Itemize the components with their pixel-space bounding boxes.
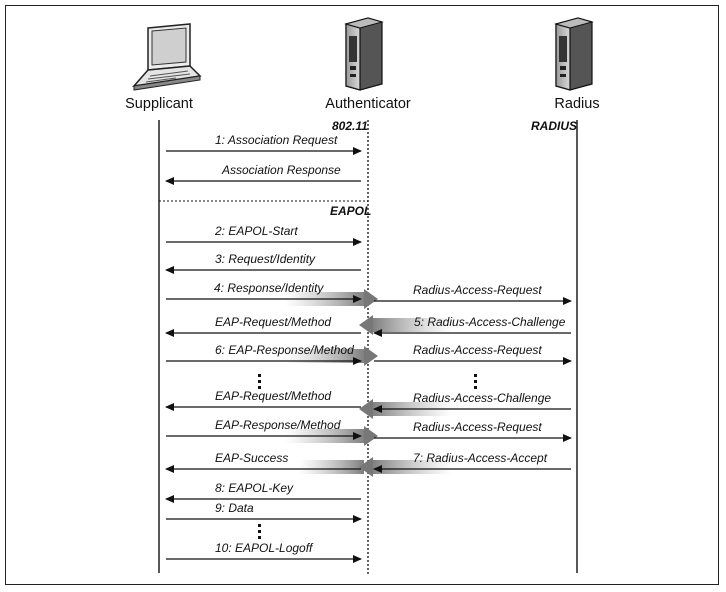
actor-label-supplicant: Supplicant <box>125 96 193 112</box>
tunnel-arrow <box>285 346 378 366</box>
message-label: 6: EAP-Response/Method <box>215 343 354 357</box>
message-label: 1: Association Request <box>215 133 338 147</box>
actor-label-radius: Radius <box>554 96 600 112</box>
message-label: EAP-Request/Method <box>215 315 332 329</box>
tunnel-arrow <box>299 457 452 477</box>
tunnel-arrow <box>359 315 452 335</box>
message-label: 5: Radius-Access-Challenge <box>414 315 566 329</box>
message-label: EAP-Request/Method <box>215 389 332 403</box>
server-icon <box>344 17 384 91</box>
protocol-label-radius: RADIUS <box>531 119 578 133</box>
server-icon <box>554 17 594 91</box>
ellipsis-dots <box>474 374 477 389</box>
message-label: 3: Request/Identity <box>215 252 316 266</box>
message-label: 4: Response/Identity <box>214 281 324 295</box>
message-label: Radius-Access-Request <box>413 343 542 357</box>
message-label: 9: Data <box>215 501 254 515</box>
diagram-frame <box>5 5 719 585</box>
message-label: Radius-Access-Request <box>413 283 542 297</box>
message-label: 10: EAPOL-Logoff <box>215 541 313 555</box>
message-label: Radius-Access-Challenge <box>413 391 552 405</box>
message-label: EAP-Response/Method <box>215 418 341 432</box>
protocol-label-eapol: EAPOL <box>330 204 372 218</box>
message-label: 2: EAPOL-Start <box>215 224 298 238</box>
ellipsis-dots <box>258 524 261 539</box>
actor-label-authenticator: Authenticator <box>325 96 411 112</box>
message-label: Association Response <box>222 163 341 177</box>
message-label: Radius-Access-Request <box>413 420 542 434</box>
message-label: EAP-Success <box>215 451 289 465</box>
ellipsis-dots <box>258 374 261 389</box>
protocol-label-80211: 802.11 <box>332 119 368 133</box>
laptop-icon <box>132 23 202 91</box>
message-label: 8: EAPOL-Key <box>215 481 294 495</box>
message-label: 7: Radius-Access-Accept <box>413 451 548 465</box>
